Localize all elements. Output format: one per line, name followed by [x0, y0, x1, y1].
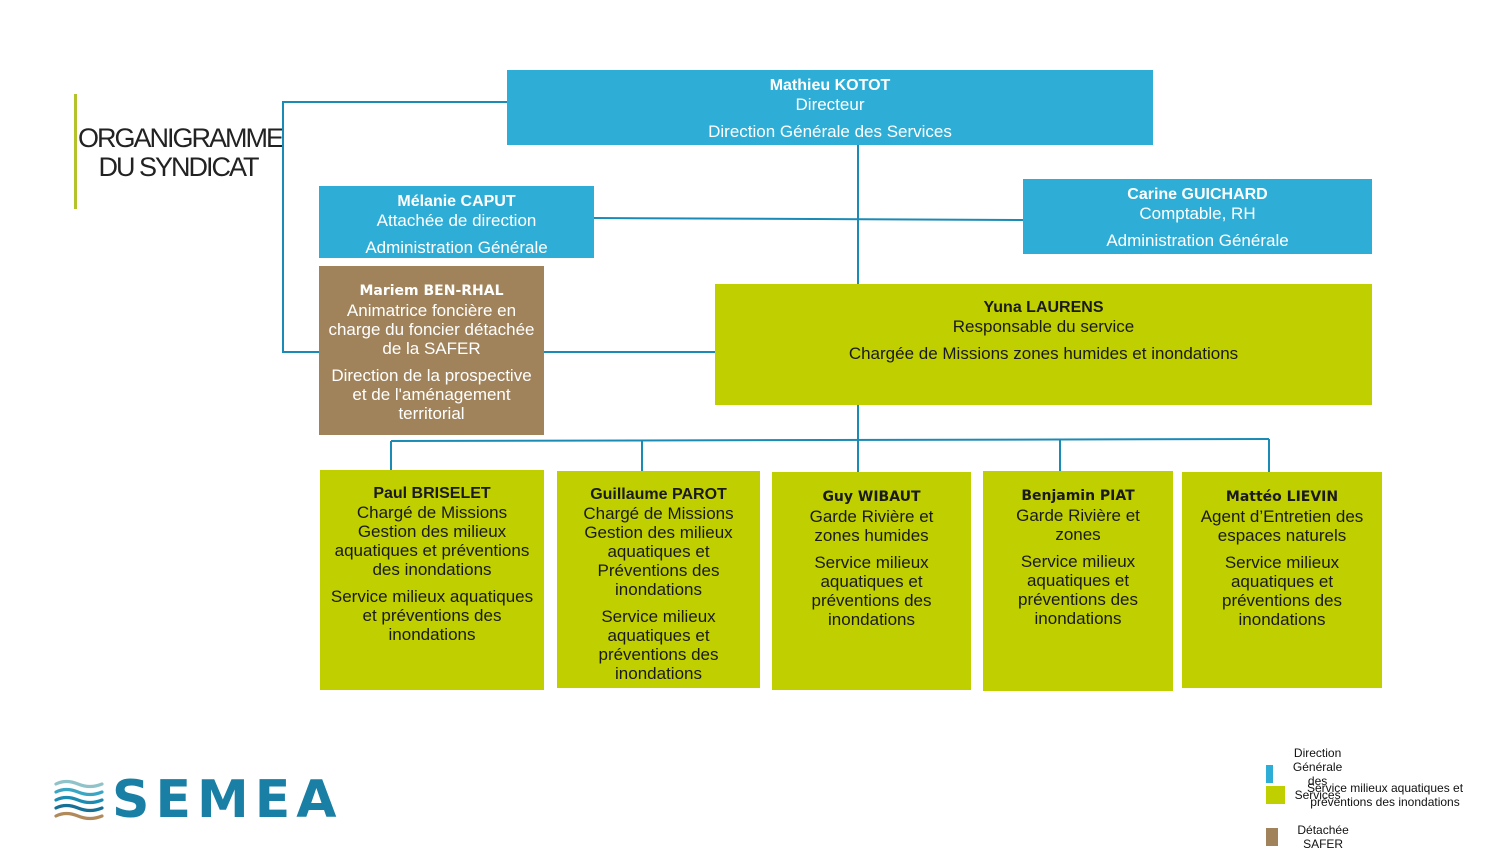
box-parot-name: Guillaume PAROT: [590, 486, 727, 503]
legend-label-safer: Détachée SAFER: [1297, 823, 1349, 851]
box-caput-dept: Administration Générale: [365, 238, 548, 257]
box-kotot-role: Directeur: [795, 95, 865, 114]
box-lievin-role: Agent d’Entretien des espaces naturels: [1200, 507, 1364, 545]
legend-item-dgs: Direction Générale des Services: [1266, 746, 1348, 802]
box-benrhal-dept: Direction de la prospective et de l'amén…: [331, 366, 532, 423]
box-briselet: Paul BRISELET Chargé de Missions Gestion…: [320, 470, 544, 690]
box-laurens: Yuna LAURENS Responsable du service Char…: [715, 284, 1372, 405]
legend-swatch-brown: [1266, 828, 1278, 846]
box-lievin-name: Mattéo LIEVIN: [1225, 489, 1339, 505]
line-caput-to-guichard: [592, 217, 1024, 221]
box-briselet-dept: Service milieux aquatiques et prévention…: [330, 587, 534, 644]
box-caput-name: Mélanie CAPUT: [397, 193, 516, 210]
legend-label-service: Service milieux aquatiques et prévention…: [1306, 781, 1464, 809]
logo-text: SEMEA: [112, 770, 343, 830]
box-laurens-dept: Chargée de Missions zones humides et ino…: [848, 344, 1239, 363]
box-kotot-dept: Direction Générale des Services: [708, 122, 952, 141]
box-piat-role: Garde Rivière et zones: [1016, 506, 1140, 544]
box-lievin: Mattéo LIEVIN Agent d’Entretien des espa…: [1182, 472, 1382, 688]
box-parot-role: Chargé de Missions Gestion des milieux a…: [583, 504, 734, 599]
semea-logo: SEMEA: [54, 770, 342, 830]
box-laurens-role: Responsable du service: [952, 317, 1135, 336]
box-lievin-dept: Service milieux aquatiques et prévention…: [1221, 553, 1343, 629]
box-wibaut: Guy WIBAUT Garde Rivière et zones humide…: [772, 472, 971, 690]
line-team-bus: [390, 438, 1270, 442]
box-guichard-dept: Administration Générale: [1106, 231, 1289, 250]
box-kotot: Mathieu KOTOT Directeur Direction Généra…: [507, 70, 1153, 145]
page-title: ORGANIGRAMME DU SYNDICAT: [78, 123, 284, 182]
legend-item-service: Service milieux aquatiques et prévention…: [1266, 781, 1475, 809]
box-guichard: Carine GUICHARD Comptable, RH Administra…: [1023, 179, 1372, 254]
box-parot: Guillaume PAROT Chargé de Missions Gesti…: [557, 471, 760, 688]
box-caput-role: Attachée de direction: [376, 211, 537, 230]
box-parot-dept: Service milieux aquatiques et prévention…: [598, 607, 719, 683]
box-wibaut-name: Guy WIBAUT: [822, 489, 921, 505]
box-briselet-role: Chargé de Missions Gestion des milieux a…: [334, 503, 530, 579]
legend-label-dgs: Direction Générale des Services: [1292, 746, 1343, 802]
box-benrhal-role: Animatrice foncière en charge du foncier…: [328, 301, 535, 358]
box-guichard-role: Comptable, RH: [1139, 204, 1256, 223]
title-line-2: DU SYNDICAT: [98, 152, 259, 182]
legend-item-safer: Détachée SAFER: [1266, 823, 1352, 851]
box-kotot-name: Mathieu KOTOT: [769, 77, 891, 94]
waves-icon: [54, 779, 104, 821]
box-laurens-name: Yuna LAURENS: [983, 299, 1104, 316]
legend-swatch-green: [1266, 786, 1285, 804]
title-accent-bar: [74, 94, 77, 209]
box-guichard-name: Carine GUICHARD: [1127, 186, 1268, 203]
box-piat-name: Benjamin PIAT: [1021, 488, 1135, 504]
box-piat: Benjamin PIAT Garde Rivière et zones Ser…: [983, 471, 1173, 691]
box-wibaut-dept: Service milieux aquatiques et prévention…: [811, 553, 932, 629]
box-wibaut-role: Garde Rivière et zones humides: [809, 507, 934, 545]
box-piat-dept: Service milieux aquatiques et prévention…: [1017, 552, 1139, 628]
legend-swatch-blue: [1266, 765, 1273, 783]
title-line-1: ORGANIGRAMME: [78, 123, 284, 153]
box-caput: Mélanie CAPUT Attachée de direction Admi…: [319, 186, 594, 258]
line-director-to-benrhal: [282, 101, 508, 353]
box-benrhal-name: Mariem BEN-RHAL: [359, 283, 504, 299]
box-benrhal: Mariem BEN-RHAL Animatrice foncière en c…: [319, 266, 544, 435]
box-briselet-name: Paul BRISELET: [373, 485, 491, 502]
